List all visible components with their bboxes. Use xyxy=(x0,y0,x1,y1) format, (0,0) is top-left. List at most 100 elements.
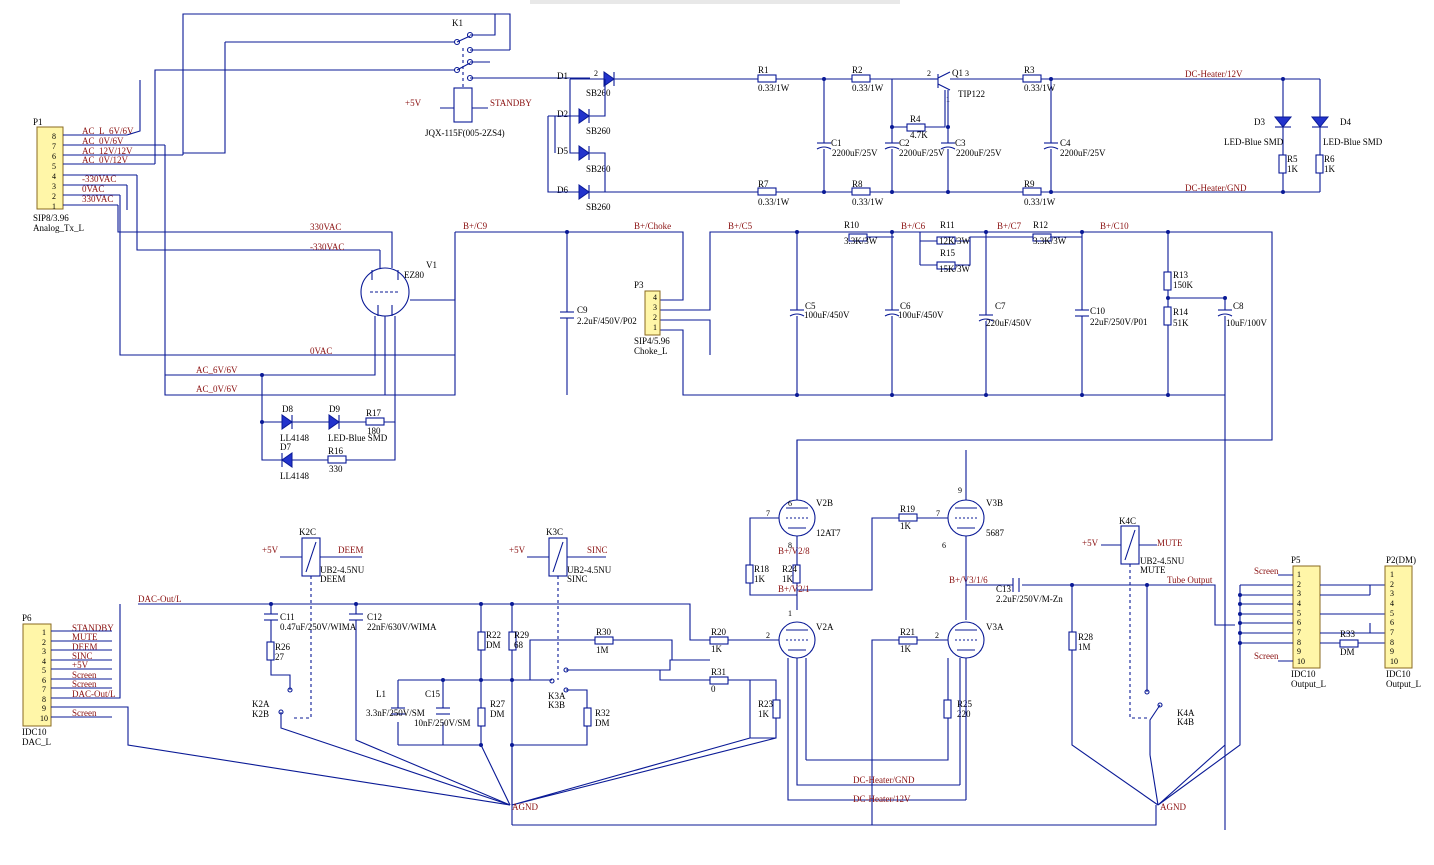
net-label: DEEM xyxy=(72,642,98,652)
hv-supply[interactable]: 330VAC -330VAC 0VAC AC_6V/6V AC_0V/6V V1… xyxy=(165,220,1273,830)
net-label: AC_0V/6V xyxy=(196,384,238,394)
p1-wiring xyxy=(63,13,511,396)
net-label: 0VAC xyxy=(82,184,104,194)
net-label: Screen xyxy=(72,670,97,680)
d9-value: LED-Blue SMD xyxy=(328,433,388,443)
p2-pin-label: 1 xyxy=(1390,570,1394,579)
relay-k4-mute[interactable]: K4C +5V MUTE UB2-4.5NU MUTE K4A K4B R28 … xyxy=(1068,516,1241,812)
p5-pin-label: 9 xyxy=(1297,647,1301,656)
net-label: B+/C9 xyxy=(463,221,488,231)
p3-pin-label: 1 xyxy=(653,323,657,332)
d4-ref: D4 xyxy=(1340,117,1351,127)
p6-pin-label: 5 xyxy=(42,666,46,675)
p2-ref: P2(DM) xyxy=(1386,555,1416,565)
p3-pin-label: 3 xyxy=(653,303,657,312)
p2-pin-label: 3 xyxy=(1390,589,1394,598)
connector-p3[interactable]: 4 3 2 1 P3 SIP4/5.96 Choke_L xyxy=(634,280,670,356)
v1-value: EZ80 xyxy=(404,270,424,280)
tube-v2a[interactable]: V2A 1 2 R20 1K R31 0 R23 1K xyxy=(138,603,966,801)
r21-value: 1K xyxy=(900,644,912,654)
c8-value: 10uF/100V xyxy=(1226,318,1268,328)
p5-pin-label: 2 xyxy=(1297,580,1301,589)
net-label: AC_6V/6V xyxy=(196,365,238,375)
v2a-ref: V2A xyxy=(816,622,834,632)
r10-value: 3.3K/3W xyxy=(844,236,878,246)
p1-pin-label: 1 xyxy=(52,202,56,211)
net-label: SINC xyxy=(587,545,608,555)
c4-value: 2200uF/25V xyxy=(1060,148,1106,158)
r17-value: 180 xyxy=(367,426,381,436)
p5-pin-label: 3 xyxy=(1297,589,1301,598)
p3-pin-label: 4 xyxy=(653,293,657,302)
connector-p2[interactable]: P2(DM) IDC10 Output_L 1 2 3 4 5 6 7 8 9 … xyxy=(1384,555,1421,689)
deem-network[interactable]: K2C +5V DEEM UB2-4.5NU DEEM C11 0.47uF/2… xyxy=(252,527,511,806)
d8-ref: D8 xyxy=(282,404,293,414)
r11-value: 12K/3W xyxy=(939,236,971,246)
r14-value: 51K xyxy=(1173,318,1189,328)
r8-value: 0.33/1W xyxy=(852,197,884,207)
p3-footprint: SIP4/5.96 xyxy=(634,336,670,346)
r14-ref: R14 xyxy=(1173,307,1189,317)
r27-ref: R27 xyxy=(490,699,506,709)
pin-number: 2 xyxy=(935,631,939,640)
connector-p6[interactable]: P6 IDC10 DAC_L 1 2 3 4 5 6 7 8 9 10 STAN… xyxy=(22,594,511,806)
c13-ref: C13 xyxy=(996,584,1012,594)
net-label: AC_12V/12V xyxy=(82,146,133,156)
p6-value: DAC_L xyxy=(22,737,51,747)
net-label: Screen xyxy=(72,679,97,689)
sinc-network[interactable]: K3C +5V SINC UB2-4.5NU SINC R22 DM R29 6… xyxy=(366,527,777,825)
d2-ref: D2 xyxy=(557,109,568,119)
p2-pin-label: 8 xyxy=(1390,638,1394,647)
r15-ref: R15 xyxy=(940,248,956,258)
v3a-ref: V3A xyxy=(986,622,1004,632)
p6-pin-label: 6 xyxy=(42,676,46,685)
net-label: -330VAC xyxy=(82,174,116,184)
tube-v3a[interactable]: V3A 2 R21 1K R25 220 DC-Heater/GND DC-He… xyxy=(512,621,1004,826)
p5-ref: P5 xyxy=(1291,555,1301,565)
c15-ref: C15 xyxy=(425,689,441,699)
c4-ref: C4 xyxy=(1060,138,1071,148)
r31-value: 0 xyxy=(711,684,716,694)
tube-v3b[interactable]: V3B 5687 9 7 6 B+/V3/1/6 R19 1K C13 2.2u… xyxy=(778,450,1235,626)
v1-ref: V1 xyxy=(426,260,437,270)
pin-number: 3 xyxy=(965,69,969,78)
standby-led-circuit[interactable]: D8 LL4148 D9 LED-Blue SMD R17 180 D7 LL4… xyxy=(260,373,396,481)
heater-regulator[interactable]: R1 0.33/1W R2 0.33/1W R3 0.33/1W R7 0.33… xyxy=(757,65,1383,207)
p6-ref: P6 xyxy=(22,613,32,623)
r20-value: 1K xyxy=(711,644,723,654)
pin-number: 6 xyxy=(788,499,792,508)
pin-number: 7 xyxy=(766,509,770,518)
agnd-bus xyxy=(512,805,1157,826)
p2-footprint: IDC10 xyxy=(1386,669,1411,679)
net-label: AC_0V/6V xyxy=(82,136,124,146)
k2c-function: DEEM xyxy=(320,574,346,584)
tube-v1[interactable] xyxy=(360,267,410,317)
r16-value: 330 xyxy=(329,464,343,474)
relay-k1[interactable]: K1 +5V STANDBY JQX-115F(005-2ZS4) xyxy=(405,14,590,138)
c9-ref: C9 xyxy=(577,305,588,315)
net-label: AGND xyxy=(512,802,538,812)
r4-value: 4.7K xyxy=(910,130,928,140)
r23-ref: R23 xyxy=(758,699,774,709)
connector-p5[interactable]: P5 IDC10 Output_L 1 2 3 4 5 6 7 8 9 10 S… xyxy=(1238,555,1385,689)
net-label: B+/V3/1/6 xyxy=(949,575,988,585)
c3-value: 2200uF/25V xyxy=(956,148,1002,158)
pin-number: 2 xyxy=(594,69,598,78)
connector-p1[interactable]: P1 SIP8/3.96 Analog_Tx_L 8 7 6 5 4 3 2 1… xyxy=(33,117,134,233)
r30-ref: R30 xyxy=(596,627,612,637)
tube-v2b[interactable]: V2B 12AT7 6 7 8 B+/V2/8 R18 1K R24 1K xyxy=(745,440,841,610)
k4c-function: MUTE xyxy=(1140,565,1166,575)
p5-footprint: IDC10 xyxy=(1291,669,1316,679)
p1-pin-label: 8 xyxy=(52,132,56,141)
net-label: B+/C6 xyxy=(901,221,926,231)
c10-ref: C10 xyxy=(1090,306,1106,316)
r31-ref: R31 xyxy=(711,667,726,677)
c15-value: 10nF/250V/SM xyxy=(414,718,471,728)
k2a-ref: K2A xyxy=(252,699,270,709)
net-label: 330VAC xyxy=(82,194,113,204)
pin-number: 6 xyxy=(942,541,946,550)
l1-value: 3.3nF/250V/SM xyxy=(366,708,425,718)
bridge-rectifier[interactable]: D1 SB260 D2 SB260 D5 SB260 D6 SB260 2 xyxy=(547,69,758,212)
top-scroll-strip xyxy=(530,0,900,4)
